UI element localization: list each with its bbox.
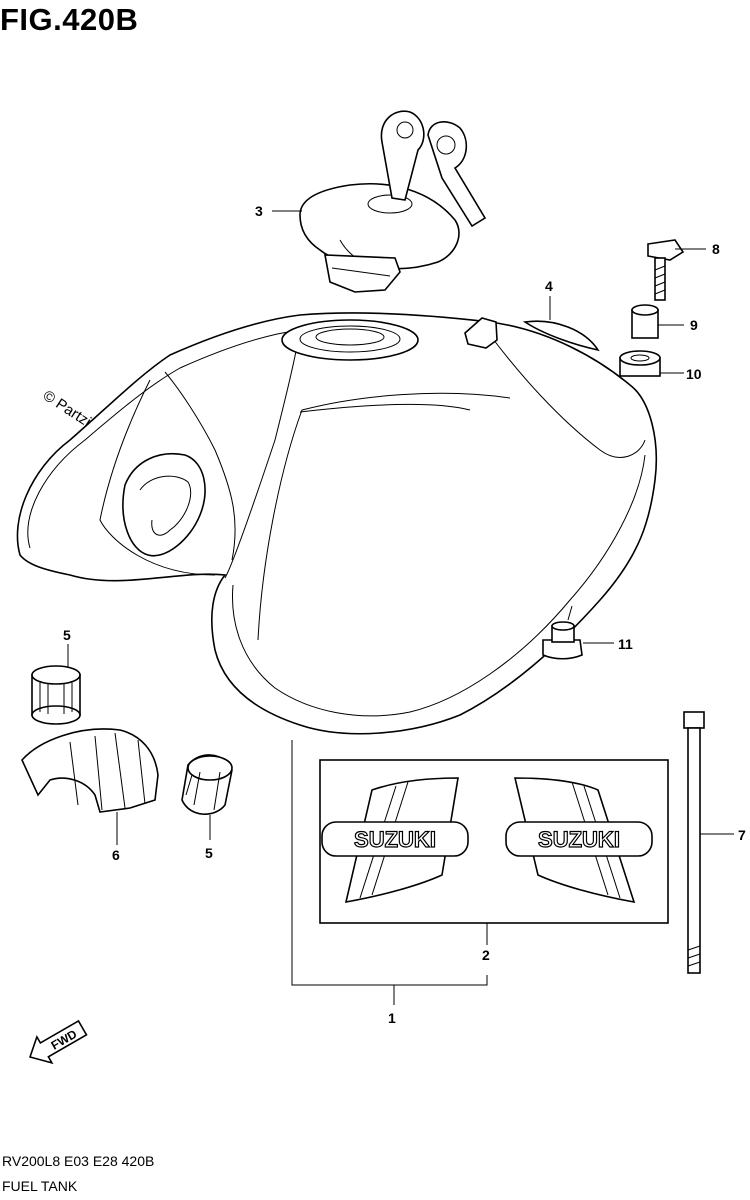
fuel-cap — [299, 110, 487, 293]
tank-plate — [522, 320, 600, 352]
callout-4: 4 — [545, 278, 553, 294]
callout-8: 8 — [712, 241, 720, 257]
callout-2: 2 — [482, 947, 490, 963]
cushion-upper — [31, 665, 81, 725]
figure-title: FIG.420B — [0, 2, 139, 37]
rear-cushion — [542, 605, 583, 660]
bolt — [647, 239, 685, 301]
callout-10: 10 — [686, 366, 702, 382]
callout-7: 7 — [738, 827, 746, 843]
callout-1: 1 — [388, 1010, 396, 1026]
fwd-arrow: FWD — [28, 1019, 88, 1065]
figure-code: RV200L8 E03 E28 420B — [2, 1153, 155, 1169]
front-cushion — [21, 728, 159, 845]
figure-name: FUEL TANK — [2, 1178, 78, 1194]
callout-3: 3 — [255, 203, 263, 219]
callout-9: 9 — [690, 317, 698, 333]
spacer — [631, 304, 659, 339]
cushion-rubber — [619, 350, 661, 377]
cushion-lower — [181, 754, 233, 815]
callout-labels: 1 2 3 4 5 5 6 7 8 9 10 11 — [63, 203, 746, 1026]
callout-5-lower: 5 — [205, 845, 213, 861]
decal-text-left: SUZUKI — [354, 827, 436, 852]
callout-5-upper: 5 — [63, 627, 71, 643]
callout-6: 6 — [112, 847, 120, 863]
callout-11: 11 — [618, 636, 633, 652]
leader-lines — [67, 210, 734, 1005]
cable-tie — [683, 711, 705, 974]
fuel-tank — [16, 312, 658, 735]
decal-text-right: SUZUKI — [538, 827, 620, 852]
emblem-set: SUZUKI SUZUKI — [319, 759, 669, 924]
